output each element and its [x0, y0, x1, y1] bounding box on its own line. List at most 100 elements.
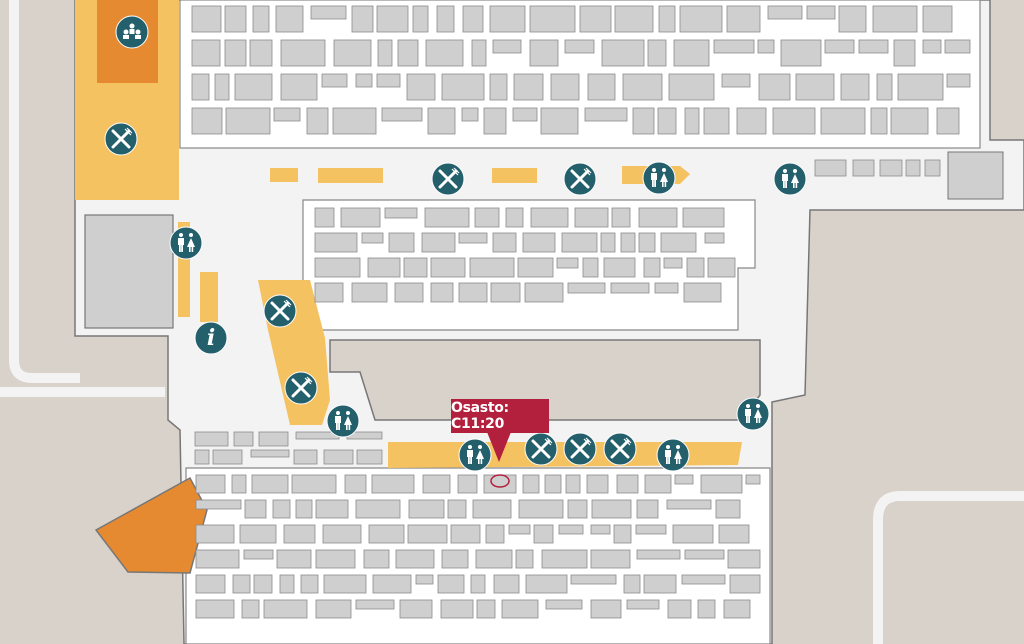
booth[interactable]: [225, 107, 271, 135]
booth[interactable]: [590, 599, 622, 619]
booth[interactable]: [485, 524, 505, 544]
restroom-icon[interactable]: [656, 438, 690, 472]
booth[interactable]: [475, 549, 513, 569]
booth[interactable]: [356, 449, 383, 465]
booth[interactable]: [922, 5, 953, 33]
booth[interactable]: [295, 499, 313, 519]
booth[interactable]: [415, 574, 434, 585]
booth[interactable]: [191, 107, 223, 135]
booth[interactable]: [540, 107, 579, 135]
booth[interactable]: [214, 73, 230, 101]
booth[interactable]: [425, 39, 464, 67]
booth[interactable]: [657, 107, 677, 135]
booth[interactable]: [314, 257, 361, 278]
booth[interactable]: [587, 73, 616, 101]
booth[interactable]: [513, 73, 544, 101]
booth[interactable]: [936, 107, 960, 135]
booth[interactable]: [440, 599, 474, 619]
booth[interactable]: [234, 73, 273, 101]
booth[interactable]: [450, 524, 481, 544]
info-icon[interactable]: i: [194, 321, 228, 355]
booth[interactable]: [493, 574, 520, 594]
booth[interactable]: [838, 5, 867, 33]
booth[interactable]: [377, 39, 393, 67]
booth[interactable]: [351, 282, 388, 303]
restaurant-icon[interactable]: [104, 122, 138, 156]
booth[interactable]: [471, 39, 487, 67]
booth[interactable]: [351, 5, 374, 33]
booth[interactable]: [384, 207, 418, 219]
booth[interactable]: [946, 73, 971, 88]
booth[interactable]: [372, 574, 412, 594]
booth[interactable]: [767, 5, 803, 20]
booth[interactable]: [279, 574, 295, 594]
booth[interactable]: [194, 431, 229, 447]
booth[interactable]: [233, 431, 254, 447]
booth[interactable]: [745, 474, 761, 485]
booth[interactable]: [683, 282, 722, 303]
booth[interactable]: [515, 549, 534, 569]
booth[interactable]: [249, 39, 273, 67]
booth[interactable]: [697, 599, 716, 619]
booth[interactable]: [224, 39, 247, 67]
booth[interactable]: [314, 282, 344, 303]
booth[interactable]: [394, 282, 424, 303]
booth[interactable]: [505, 207, 524, 228]
booth[interactable]: [879, 159, 903, 177]
booth[interactable]: [644, 474, 672, 494]
booth[interactable]: [458, 282, 488, 303]
booth[interactable]: [195, 574, 226, 594]
booth[interactable]: [681, 574, 726, 585]
booth[interactable]: [824, 39, 855, 54]
booth[interactable]: [412, 5, 429, 33]
booth[interactable]: [191, 39, 221, 67]
booth[interactable]: [718, 524, 750, 544]
booth[interactable]: [591, 499, 632, 519]
booth[interactable]: [590, 524, 611, 535]
booth[interactable]: [388, 232, 415, 253]
booth[interactable]: [483, 474, 517, 494]
service-icons[interactable]: i: [104, 15, 807, 472]
booth[interactable]: [194, 449, 210, 465]
booth[interactable]: [195, 599, 235, 619]
booth[interactable]: [323, 574, 367, 594]
booth[interactable]: [636, 499, 659, 519]
meeting-icon[interactable]: [115, 15, 149, 49]
booth[interactable]: [243, 549, 274, 560]
booth[interactable]: [276, 549, 312, 569]
restroom-icon[interactable]: [736, 397, 770, 431]
booth[interactable]: [890, 107, 929, 135]
booth[interactable]: [840, 73, 870, 101]
booth[interactable]: [686, 257, 705, 278]
booth[interactable]: [395, 549, 435, 569]
booth[interactable]: [674, 474, 694, 485]
booth[interactable]: [795, 73, 835, 101]
booth[interactable]: [273, 107, 301, 122]
booth[interactable]: [371, 474, 415, 494]
booth[interactable]: [522, 474, 540, 494]
booth[interactable]: [922, 39, 942, 54]
booth[interactable]: [529, 39, 559, 67]
booth[interactable]: [472, 499, 512, 519]
booth[interactable]: [441, 73, 485, 101]
booth[interactable]: [252, 5, 270, 33]
restroom-icon[interactable]: [169, 226, 203, 260]
booth[interactable]: [897, 73, 944, 101]
booth[interactable]: [492, 39, 522, 54]
booth[interactable]: [508, 524, 531, 535]
booth[interactable]: [241, 599, 260, 619]
booth[interactable]: [870, 107, 888, 135]
restroom-icon[interactable]: [326, 404, 360, 438]
booth[interactable]: [469, 257, 515, 278]
booth[interactable]: [332, 107, 377, 135]
booth[interactable]: [314, 207, 335, 228]
booth[interactable]: [729, 574, 761, 594]
booth[interactable]: [620, 232, 636, 253]
booth[interactable]: [635, 524, 667, 535]
booth[interactable]: [381, 107, 423, 122]
booth[interactable]: [430, 282, 454, 303]
booth[interactable]: [424, 207, 470, 228]
booth[interactable]: [564, 39, 595, 54]
booth[interactable]: [780, 39, 822, 67]
booth[interactable]: [421, 232, 456, 253]
